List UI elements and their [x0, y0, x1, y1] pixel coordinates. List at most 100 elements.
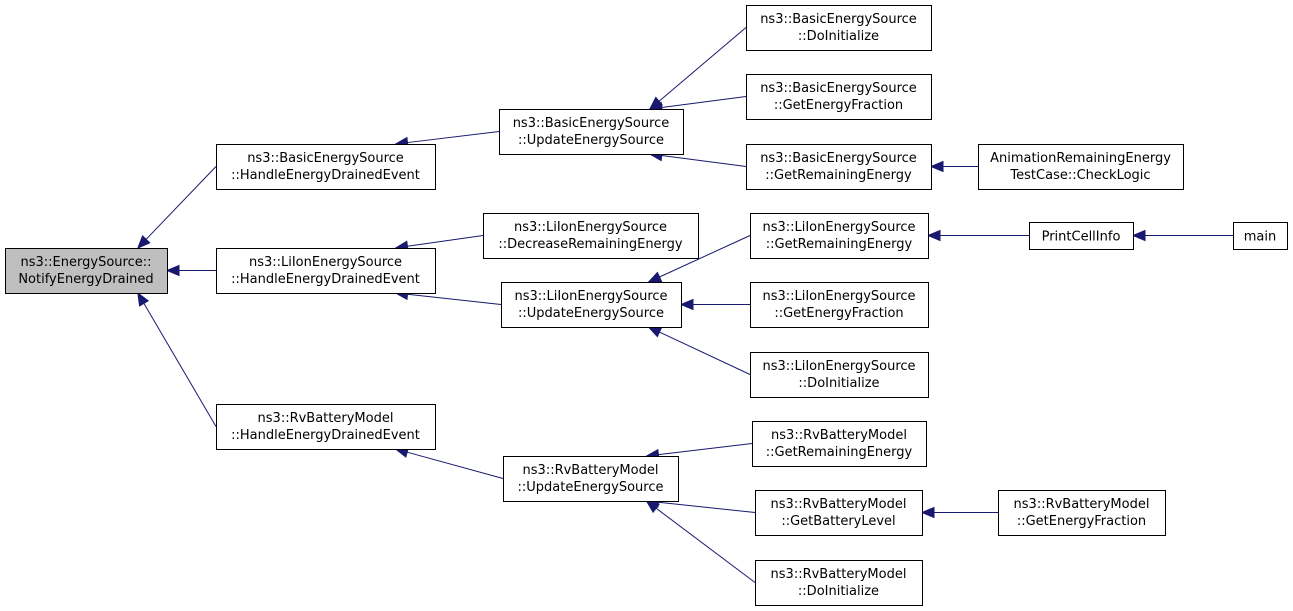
node-label-line1: ns3::LiIonEnergySource: [249, 255, 402, 270]
graph-node-n2[interactable]: ns3::LiIonEnergySource::HandleEnergyDrai…: [216, 248, 436, 294]
node-box: [755, 560, 923, 606]
node-box: [499, 109, 684, 155]
node-label-line2: ::HandleEnergyDrainedEvent: [231, 272, 420, 287]
node-label-line1: ns3::LiIonEnergySource: [514, 289, 667, 304]
graph-node-n3[interactable]: ns3::RvBatteryModel::HandleEnergyDrained…: [216, 404, 436, 450]
graph-node-n20[interactable]: main: [1233, 222, 1288, 250]
node-box: [746, 5, 932, 51]
graph-node-n15[interactable]: ns3::RvBatteryModel::GetBatteryLevel: [755, 490, 923, 536]
edge-n6-to-n2: [407, 293, 502, 305]
node-label-line1: ns3::RvBatteryModel: [523, 463, 659, 478]
node-label-line2: ::HandleEnergyDrainedEvent: [231, 168, 420, 183]
arrowhead-n11-to-n6: [647, 271, 663, 283]
node-label-line1: ns3::BasicEnergySource: [760, 12, 917, 27]
node-label-line2: ::UpdateEnergySource: [518, 306, 664, 321]
graph-node-n6[interactable]: ns3::LiIonEnergySource::UpdateEnergySour…: [501, 282, 682, 328]
node-label-line1: ns3::BasicEnergySource: [760, 151, 917, 166]
graph-node-n18[interactable]: PrintCellInfo: [1029, 222, 1134, 250]
graph-node-n10[interactable]: ns3::BasicEnergySource::GetRemainingEner…: [746, 144, 932, 190]
node-label-line1: AnimationRemainingEnergy: [990, 151, 1171, 166]
arrowhead-n12-to-n6: [679, 298, 694, 311]
node-label-line1: main: [1244, 230, 1276, 245]
graph-node-n9[interactable]: ns3::BasicEnergySource::GetEnergyFractio…: [746, 74, 932, 120]
edge-n7-to-n3: [407, 451, 504, 479]
node-label-line1: ns3::RvBatteryModel: [258, 411, 394, 426]
node-label-line1: ns3::RvBatteryModel: [771, 497, 907, 512]
node-label-line2: ::GetRemainingEnergy: [766, 237, 913, 252]
graph-node-n19[interactable]: ns3::RvBatteryModel::GetEnergyFraction: [998, 490, 1166, 536]
node-box: [750, 213, 929, 259]
nodes-layer: ns3::EnergySource::NotifyEnergyDrainedns…: [5, 5, 1288, 606]
graph-node-n14[interactable]: ns3::RvBatteryModel::GetRemainingEnergy: [752, 421, 927, 467]
graph-node-n4[interactable]: ns3::BasicEnergySource::UpdateEnergySour…: [499, 109, 684, 155]
node-box: [501, 282, 682, 328]
graph-node-n17[interactable]: AnimationRemainingEnergyTestCase::CheckL…: [978, 144, 1184, 190]
node-label-line2: ::GetBatteryLevel: [781, 514, 895, 529]
graph-node-n5[interactable]: ns3::LiIonEnergySource::DecreaseRemainin…: [483, 213, 699, 259]
arrowhead-n17-to-n10: [929, 160, 944, 173]
node-label-line1: ns3::BasicEnergySource: [513, 116, 670, 131]
graph-node-n16[interactable]: ns3::RvBatteryModel::DoInitialize: [755, 560, 923, 606]
node-label-line2: ::GetRemainingEnergy: [766, 445, 913, 460]
edge-n11-to-n6: [659, 235, 751, 278]
node-box: [755, 490, 923, 536]
node-label-line1: ns3::LiIonEnergySource: [762, 289, 915, 304]
node-label-line2: NotifyEnergyDrained: [18, 272, 153, 287]
edge-n4-to-n1: [407, 131, 500, 144]
node-label-line1: ns3::EnergySource::: [21, 255, 152, 270]
node-label-line1: ns3::LiIonEnergySource: [762, 220, 915, 235]
node-label-line2: ::GetEnergyFraction: [774, 98, 903, 113]
graph-node-n13[interactable]: ns3::LiIonEnergySource::DoInitialize: [750, 352, 929, 398]
node-box: [750, 352, 929, 398]
arrowhead-n2-to-n0: [165, 264, 180, 277]
node-label-line1: ns3::BasicEnergySource: [247, 151, 404, 166]
edge-n10-to-n4: [661, 155, 747, 167]
node-box: [1233, 222, 1288, 250]
graph-node-n1[interactable]: ns3::BasicEnergySource::HandleEnergyDrai…: [216, 144, 436, 190]
edge-n3-to-n0: [143, 303, 217, 427]
node-label-line2: ::GetRemainingEnergy: [765, 168, 912, 183]
node-label-line1: ns3::LiIonEnergySource: [514, 220, 667, 235]
edge-n5-to-n2: [407, 235, 484, 247]
node-box: [503, 456, 679, 502]
node-label-line2: ::DoInitialize: [798, 376, 879, 391]
node-box: [746, 144, 932, 190]
node-box: [998, 490, 1166, 536]
arrowhead-n20-to-n18: [1131, 229, 1146, 242]
edge-n8-to-n4: [658, 27, 747, 102]
arrowhead-n3-to-n0: [137, 291, 150, 307]
node-box: [216, 248, 436, 294]
node-label-line1: ns3::LiIonEnergySource: [762, 359, 915, 374]
node-box: [746, 74, 932, 120]
graph-node-n12[interactable]: ns3::LiIonEnergySource::GetEnergyFractio…: [750, 282, 929, 328]
node-box: [216, 144, 436, 190]
edge-n15-to-n7: [658, 501, 756, 513]
node-box: [1029, 222, 1134, 250]
node-label-line1: ns3::RvBatteryModel: [1014, 497, 1150, 512]
node-label-line2: ::GetEnergyFraction: [1017, 514, 1146, 529]
arrowhead-n18-to-n11: [926, 229, 941, 242]
node-label-line2: ::HandleEnergyDrainedEvent: [231, 428, 420, 443]
node-label-line2: ::DoInitialize: [798, 584, 879, 599]
edge-n1-to-n0: [145, 166, 217, 240]
arrowhead-n13-to-n6: [647, 326, 663, 338]
node-label-line2: ::GetEnergyFraction: [774, 306, 903, 321]
node-label-line2: ::DecreaseRemainingEnergy: [498, 237, 683, 252]
edge-n13-to-n6: [659, 331, 751, 375]
node-label-line2: TestCase::CheckLogic: [1009, 168, 1150, 183]
edge-n16-to-n7: [655, 507, 756, 583]
node-box: [750, 282, 929, 328]
graph-node-n8[interactable]: ns3::BasicEnergySource::DoInitialize: [746, 5, 932, 51]
node-label-line1: ns3::RvBatteryModel: [771, 428, 907, 443]
graph-node-n11[interactable]: ns3::LiIonEnergySource::GetRemainingEner…: [750, 213, 929, 259]
node-label-line1: ns3::BasicEnergySource: [760, 81, 917, 96]
node-box: [752, 421, 927, 467]
graph-node-n0[interactable]: ns3::EnergySource::NotifyEnergyDrained: [5, 248, 168, 294]
arrowhead-n1-to-n0: [136, 234, 151, 249]
node-label-line1: ns3::RvBatteryModel: [771, 567, 907, 582]
graph-node-n7[interactable]: ns3::RvBatteryModel::UpdateEnergySource: [503, 456, 679, 502]
node-box: [483, 213, 699, 259]
node-label-line1: PrintCellInfo: [1042, 230, 1121, 245]
edge-n9-to-n4: [661, 96, 747, 108]
